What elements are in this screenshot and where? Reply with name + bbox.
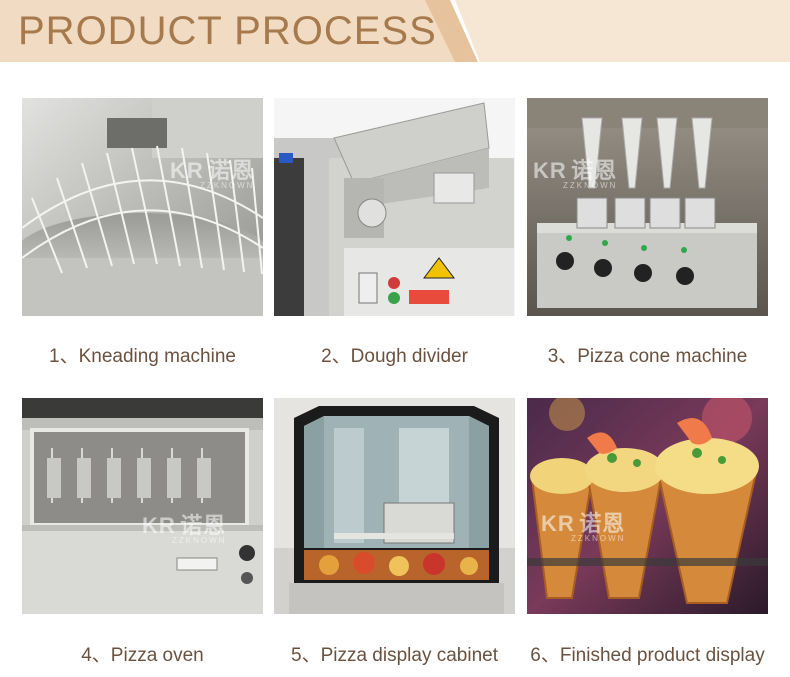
caption-pizza-cone-machine: 3、Pizza cone machine <box>547 346 748 367</box>
caption-pizza-display-cabinet: 5、Pizza display cabinet <box>291 645 498 666</box>
finished-product-photo: KR 诺恩 ZZKNOWN <box>527 398 768 614</box>
caption-dough-divider: 2、Dough divider <box>321 346 468 367</box>
watermark: KR 诺恩 ZZKNOWN <box>533 158 618 190</box>
caption-kneading-machine: 1、Kneading machine <box>49 346 236 367</box>
caption-pizza-oven: 4、Pizza oven <box>81 645 204 666</box>
pizza-cone-machine-photo: KR 诺恩 ZZKNOWN <box>527 98 768 316</box>
pizza-oven-photo: KR 诺恩 ZZKNOWN <box>22 398 263 614</box>
kneading-machine-photo: KR 诺恩 ZZKNOWN <box>22 98 263 316</box>
pizza-display-cabinet-photo <box>274 398 515 614</box>
dough-divider-photo <box>274 98 515 316</box>
watermark: KR 诺恩 ZZKNOWN <box>170 158 255 190</box>
watermark: KR 诺恩 ZZKNOWN <box>142 513 227 545</box>
caption-finished-product-display: 6、Finished product display <box>530 645 765 666</box>
header-banner: PRODUCT PROCESS <box>0 0 790 62</box>
watermark: KR 诺恩 ZZKNOWN <box>541 511 626 543</box>
page-title: PRODUCT PROCESS <box>18 9 437 53</box>
banner-background <box>0 0 790 62</box>
